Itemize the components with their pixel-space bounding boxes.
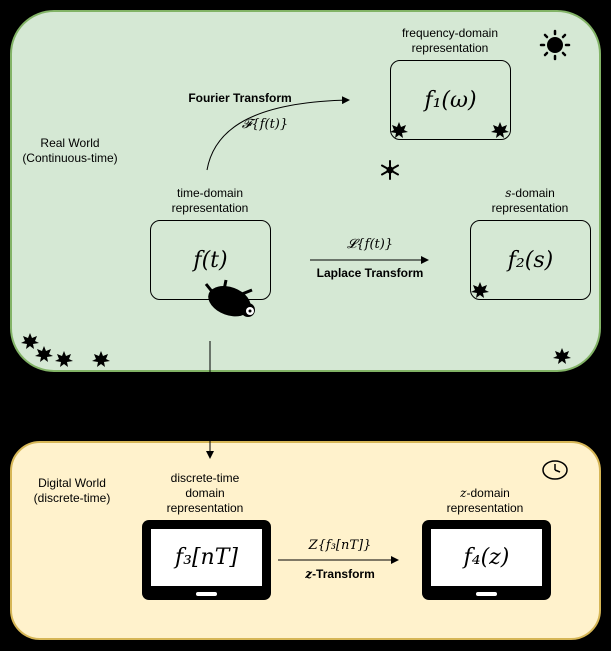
z-transform-title: z-Transform <box>280 567 400 582</box>
fourier-transform-title: Fourier Transform <box>188 91 292 105</box>
s-domain-box: f₂(s) <box>470 220 591 300</box>
sun-icon <box>539 29 571 61</box>
z-domain-label-text: -domain representation <box>446 486 524 515</box>
s-domain-label-variable: s <box>505 186 512 200</box>
fourier-arrow <box>206 96 350 171</box>
z-transform-expression: Z{f₃[nT]} <box>308 538 372 553</box>
real-world-panel <box>10 10 601 372</box>
time-domain-label: time-domain representation <box>171 186 249 215</box>
z-transform-title-variable: z <box>305 567 313 581</box>
z-transform-title-text: -Transform <box>312 567 375 581</box>
fourier-transform-expression: 𝓕{f(t)} <box>241 117 289 132</box>
z-domain-screen: f₄(z) <box>431 529 542 586</box>
discrete-time-screen: f₃[nT] <box>151 529 262 586</box>
frequency-domain-box: f₁(ω) <box>390 60 511 140</box>
tablet-icon <box>422 520 551 600</box>
maple-leaf-icon <box>35 346 53 362</box>
time-domain-expression: f(t) <box>193 247 228 273</box>
sloth-icon <box>204 279 255 317</box>
maple-leaf-icon <box>21 333 39 349</box>
maple-leaf-icon <box>92 351 110 367</box>
z-domain-expression: f₄(z) <box>463 545 510 570</box>
maple-leaf-icon <box>491 122 509 138</box>
digital-world-title: Digital World (discrete-time) <box>33 476 111 505</box>
laplace-transform-expression: 𝓛{f(t)} <box>346 237 394 252</box>
maple-leaf-icon <box>471 282 489 298</box>
snowflake-icon <box>381 160 399 180</box>
discrete-time-expression: f₃[nT] <box>175 545 238 570</box>
z-domain-label-variable: z <box>460 486 467 500</box>
maple-leaf-icon <box>553 348 571 364</box>
laplace-transform-title: Laplace Transform <box>316 266 424 280</box>
frequency-domain-label: frequency-domain representation <box>401 26 499 55</box>
maple-leaves <box>21 122 571 367</box>
s-domain-expression: f₂(s) <box>507 247 554 273</box>
real-world-title: Real World (Continuous-time) <box>22 136 118 165</box>
discrete-time-label: discrete-time domain representation <box>166 471 244 515</box>
tablet-icon <box>142 520 271 600</box>
time-domain-box: f(t) <box>150 220 271 300</box>
frequency-domain-expression: f₁(ω) <box>424 87 477 113</box>
z-domain-label: z-domain representation <box>420 486 550 516</box>
clock-icon <box>542 460 568 480</box>
s-domain-label: s-domain representation <box>460 186 600 216</box>
maple-leaf-icon <box>55 351 73 367</box>
s-domain-label-text: -domain representation <box>491 186 569 215</box>
